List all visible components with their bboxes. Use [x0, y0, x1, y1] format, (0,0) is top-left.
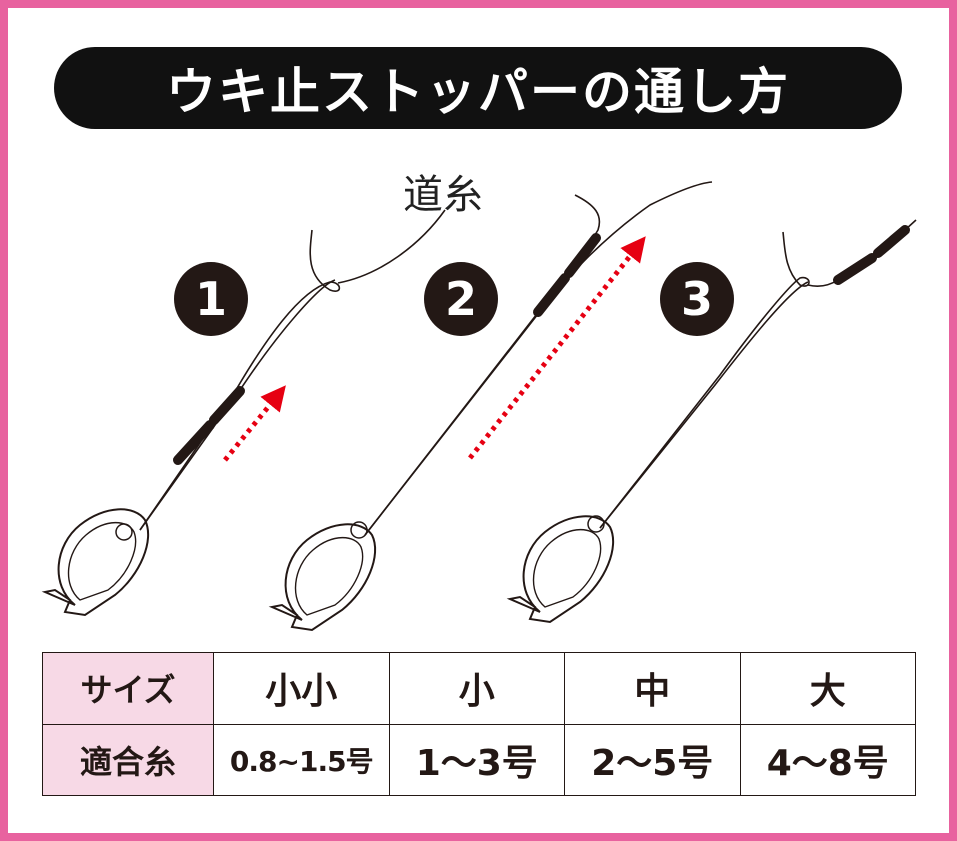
step-3-stopper-segment — [873, 225, 910, 258]
step-3-line-loop — [599, 231, 810, 529]
step-3-threader-tool-inner — [532, 528, 602, 608]
table-row-size: サイズ 小小 小 中 大 — [42, 652, 916, 725]
step-1-illustration — [41, 209, 446, 617]
step-2-line-back — [364, 181, 713, 536]
line-label: 道糸 — [403, 172, 483, 218]
step-3-stopper-segment — [833, 253, 877, 285]
line-cell: 4～8号 — [739, 723, 916, 796]
step-2-threader-eye — [350, 521, 368, 539]
line-header-cell: 適合糸 — [42, 723, 214, 796]
step-3-line-loop-back — [599, 281, 809, 529]
step-1-threader-tool — [41, 508, 150, 617]
step-1-badge: 1 — [174, 262, 248, 336]
page-title: ウキ止ストッパーの通し方 — [166, 63, 790, 121]
size-cell: 小小 — [213, 652, 390, 725]
step-1-threader-tool-inner — [67, 521, 137, 601]
step-1-number: 1 — [194, 272, 227, 326]
step-3-number: 3 — [680, 272, 713, 326]
step-2-threader-tool-inner — [294, 536, 364, 616]
step-2-direction-arrow — [468, 236, 646, 460]
step-2-illustration — [268, 181, 713, 632]
step-3-illustration — [506, 219, 917, 624]
step-2-threader-tool — [268, 523, 377, 632]
step-2-badge: 2 — [424, 262, 498, 336]
step-3-badge: 3 — [660, 262, 734, 336]
size-header-cell: サイズ — [42, 652, 214, 725]
step-2-stopper-segment — [564, 233, 601, 278]
step-3-threader-eye — [587, 515, 605, 533]
step-3-line-end — [904, 219, 917, 231]
step-1-stopper-segment — [209, 386, 245, 425]
step-1-stopper-segment — [173, 420, 215, 465]
step-2-number: 2 — [444, 272, 477, 326]
size-cell: 小 — [388, 652, 565, 725]
step-2-line — [364, 194, 601, 536]
line-cell: 1～3号 — [388, 723, 565, 796]
step-1-threader-eye — [115, 523, 133, 541]
size-cell: 中 — [564, 652, 741, 725]
size-table: サイズ 小小 小 中 大 適合糸 0.8~1.5号 1～3号 2～5号 4～8号 — [42, 652, 916, 796]
line-cell: 0.8~1.5号 — [213, 723, 390, 796]
size-cell: 大 — [739, 652, 916, 725]
title-banner: ウキ止ストッパーの通し方 — [54, 47, 902, 129]
step-1-line-loop-back — [139, 279, 336, 531]
table-row-line: 適合糸 0.8~1.5号 1～3号 2～5号 4～8号 — [42, 723, 916, 796]
step-2-stopper-segment — [533, 273, 570, 317]
line-cell: 2～5号 — [564, 723, 741, 796]
step-3-threader-tool — [506, 515, 615, 624]
step-1-main-line — [337, 209, 446, 284]
step-1-line-loop — [139, 229, 341, 531]
